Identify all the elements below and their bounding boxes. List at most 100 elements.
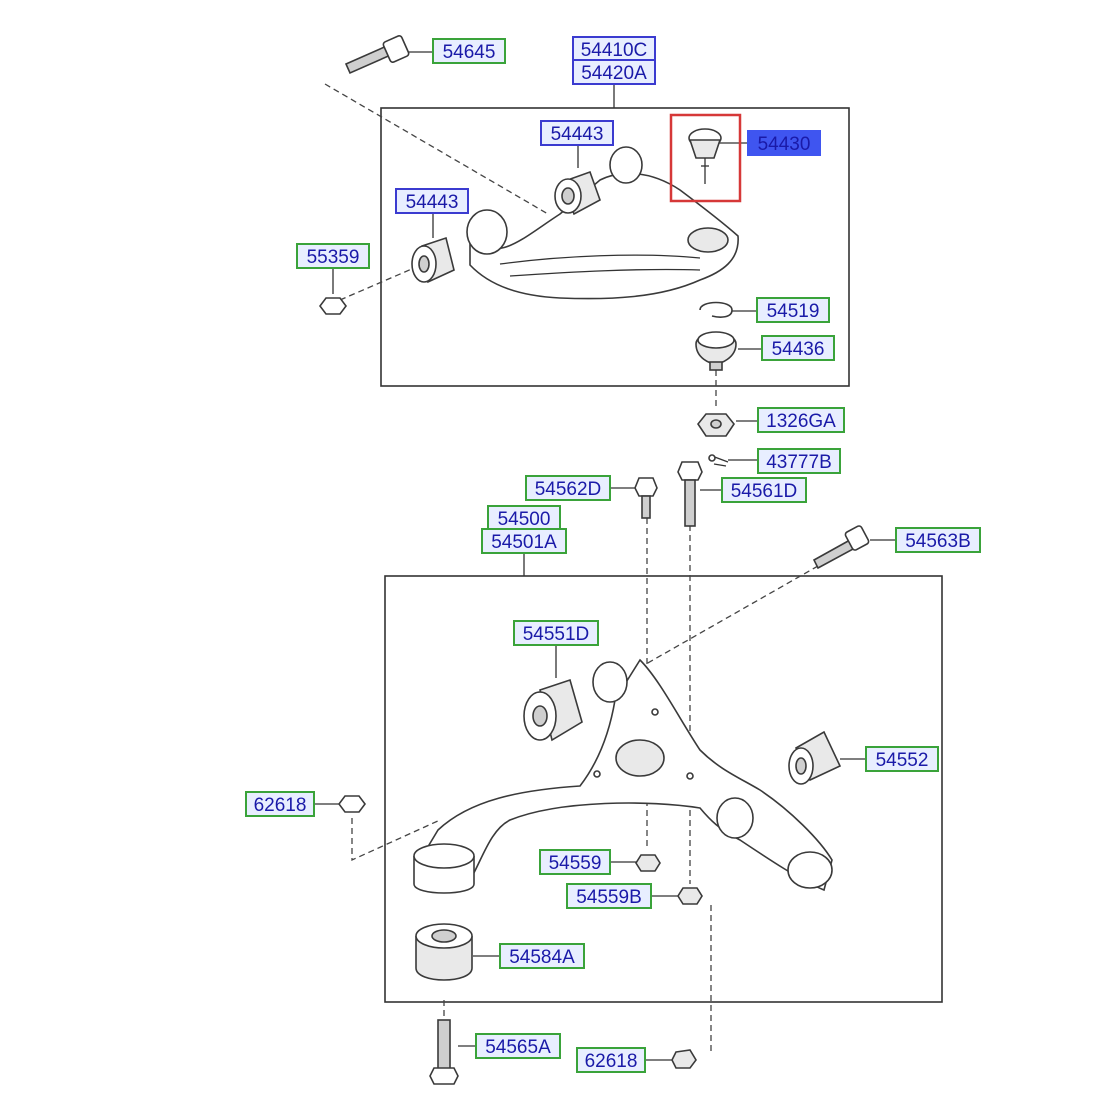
label-text: 62618 [585, 1051, 638, 1072]
part-label-54410C[interactable]: 54410C [572, 36, 656, 62]
label-box [540, 120, 614, 146]
part-label-54443_top[interactable]: 54443 [540, 120, 614, 146]
part-label-54561D[interactable]: 54561D [721, 477, 807, 503]
label-text: 43777B [766, 452, 832, 473]
lower-arm-group-frame [384, 575, 943, 1003]
label-text: 54410C [581, 40, 648, 61]
part-label-54563B[interactable]: 54563B [895, 527, 981, 553]
bolt-54562D [634, 477, 658, 519]
label-box [499, 943, 585, 969]
bolt-54565A [429, 1019, 459, 1085]
label-text: 54500 [498, 509, 551, 530]
label-box [513, 620, 599, 646]
part-label-54645[interactable]: 54645 [432, 38, 506, 64]
part-label-54519[interactable]: 54519 [756, 297, 830, 323]
bolt-54561D [677, 461, 703, 527]
label-text: 54562D [535, 479, 602, 500]
ball-joint-54436 [695, 331, 737, 371]
label-text: 54436 [772, 339, 825, 360]
part-label-54559[interactable]: 54559 [539, 849, 611, 875]
label-box [539, 849, 611, 875]
bushing-54443-top [554, 170, 601, 216]
bolt-54563B [812, 525, 870, 570]
label-text: 54519 [767, 301, 820, 322]
label-box [721, 477, 807, 503]
label-box [576, 1047, 646, 1073]
label-box [481, 528, 567, 554]
part-label-54584A[interactable]: 54584A [499, 943, 585, 969]
label-box [296, 243, 370, 269]
part-label-54500[interactable]: 54500 [487, 505, 561, 531]
nut-55359 [319, 297, 347, 315]
part-label-54436[interactable]: 54436 [761, 335, 835, 361]
bushing-54443-left [411, 236, 455, 284]
part-label-54430[interactable]: 54430 [747, 130, 821, 156]
nut-54559 [635, 854, 661, 872]
label-box [245, 791, 315, 817]
nut-62618-bottom [671, 1049, 697, 1069]
label-box [761, 335, 835, 361]
label-text: 54645 [443, 42, 496, 63]
part-label-55359[interactable]: 55359 [296, 243, 370, 269]
part-label-54501A[interactable]: 54501A [481, 528, 567, 554]
label-box [757, 448, 841, 474]
label-box [395, 188, 469, 214]
label-text: 55359 [307, 247, 360, 268]
label-text: 54552 [876, 750, 929, 771]
label-box [487, 505, 561, 531]
leader-lines [314, 51, 896, 1061]
bolt-54645 [344, 35, 410, 75]
label-box [525, 475, 611, 501]
ball-joint-54430 [688, 128, 722, 184]
part-label-54551D[interactable]: 54551D [513, 620, 599, 646]
label-box [756, 297, 830, 323]
bushing-54584A [415, 923, 473, 981]
upper-control-arm [466, 146, 739, 300]
part-label-54562D[interactable]: 54562D [525, 475, 611, 501]
label-box [747, 130, 821, 156]
bushing-54551D [523, 678, 583, 742]
lower-arm-bushing-housing [413, 843, 475, 894]
part-label-54552[interactable]: 54552 [865, 746, 939, 772]
label-text: 1326GA [766, 411, 836, 432]
snap-ring-54519 [699, 301, 733, 318]
lower-control-arm [418, 658, 833, 892]
label-text: 54430 [758, 134, 811, 155]
part-label-54443_left[interactable]: 54443 [395, 188, 469, 214]
label-text: 54565A [485, 1037, 551, 1058]
label-text: 54584A [509, 947, 575, 968]
label-box [895, 527, 981, 553]
nut-54559B [677, 887, 703, 905]
part-label-43777B[interactable]: 43777B [757, 448, 841, 474]
label-text: 54443 [406, 192, 459, 213]
part-label-54420A[interactable]: 54420A [572, 59, 656, 85]
label-box [432, 38, 506, 64]
nut-62618-left [338, 795, 366, 813]
label-text: 62618 [254, 795, 307, 816]
part-label-54565A[interactable]: 54565A [475, 1033, 561, 1059]
part-label-1326GA[interactable]: 1326GA [757, 407, 845, 433]
part-label-62618_left[interactable]: 62618 [245, 791, 315, 817]
label-text: 54501A [491, 532, 557, 553]
nut-1326GA [697, 413, 735, 437]
highlight-box [669, 113, 742, 203]
label-text: 54561D [731, 481, 798, 502]
label-text: 54420A [581, 63, 647, 84]
label-text: 54443 [551, 124, 604, 145]
label-box [566, 883, 652, 909]
label-text: 54559 [549, 853, 602, 874]
part-label-62618_bottom[interactable]: 62618 [576, 1047, 646, 1073]
cotter-pin-43777B [708, 454, 729, 467]
label-text: 54559B [576, 887, 642, 908]
part-label-54559B[interactable]: 54559B [566, 883, 652, 909]
bushing-54552 [788, 730, 842, 785]
label-box [572, 59, 656, 85]
label-text: 54563B [905, 531, 971, 552]
label-box [757, 407, 845, 433]
label-box [865, 746, 939, 772]
label-text: 54551D [523, 624, 590, 645]
upper-arm-group-frame [380, 107, 850, 387]
